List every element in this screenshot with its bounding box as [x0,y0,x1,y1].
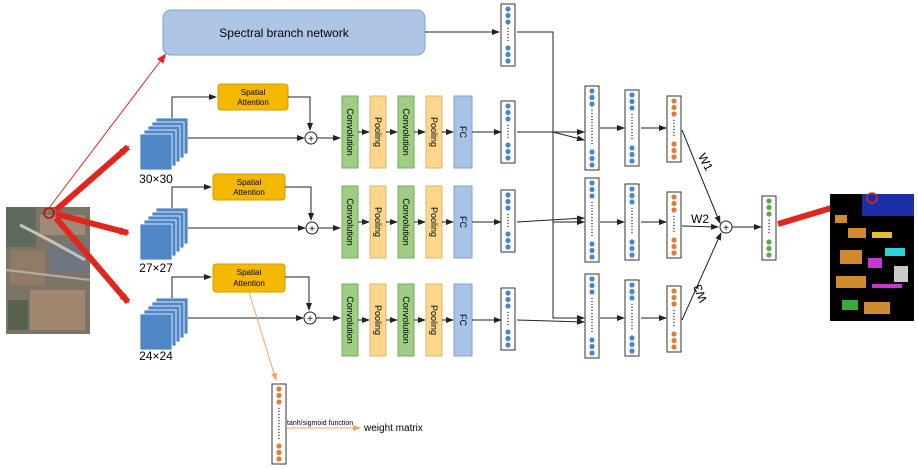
svg-text:FC: FC [458,314,468,326]
spectral-routing-lines [516,31,585,325]
vector-arrows [600,125,762,321]
svg-text:FC: FC [458,216,468,228]
input-satellite-image [5,207,91,334]
node-vector [624,183,640,261]
svg-text:Convolution: Convolution [345,108,355,156]
svg-text:Attention: Attention [233,279,265,288]
svg-text:Spatial: Spatial [237,268,262,277]
node-vector [666,191,682,259]
spectral-branch-label: Spectral branch network [219,26,349,40]
node-vector [500,287,516,351]
svg-text:Convolution: Convolution [401,296,411,344]
svg-text:Pooling: Pooling [429,117,439,147]
spatial-attention-3: Spatial Attention [212,263,286,293]
node-vector [271,383,287,465]
svg-text:Attention: Attention [233,188,265,197]
input-arrows [48,53,167,304]
output-classification-map [830,192,914,321]
sum-node-1: + [304,131,318,145]
svg-text:Spatial: Spatial [241,88,266,97]
patch-stack-27 [139,207,189,261]
svg-text:Pooling: Pooling [429,305,439,335]
svg-text:Convolution: Convolution [345,198,355,246]
svg-text:+: + [723,223,729,234]
sum-node-3: + [303,311,317,325]
sum-node-2: + [305,221,319,235]
layer-row-2: Convolution Pooling Convolution Pooling … [341,185,473,259]
scale-label-27: 27×27 [139,261,173,275]
svg-text:Pooling: Pooling [373,305,383,335]
plus-to-conv-arrows [316,135,341,321]
scale-label-24: 24×24 [139,349,173,363]
node-vector [500,100,516,164]
node-vector [666,95,682,163]
spectral-branch-box: Spectral branch network [162,9,426,56]
layer-row-1: Convolution Pooling Convolution Pooling … [341,95,473,169]
weight-matrix-label: weight matrix [363,423,423,434]
node-vector [584,273,600,359]
spatial-attention-1: Spatial Attention [217,83,289,111]
svg-text:Convolution: Convolution [401,198,411,246]
svg-text:Pooling: Pooling [429,207,439,237]
node-vector [624,279,640,357]
svg-text:+: + [308,134,314,145]
fc-output-arrows [472,129,502,323]
patch-stack-30 [139,117,189,171]
layer-row-3: Convolution Pooling Convolution Pooling … [341,283,473,357]
svg-text:Attention: Attention [237,98,269,107]
spatial-attention-2: Spatial Attention [212,173,286,201]
branch-connectors [171,94,314,321]
node-vector [500,3,516,67]
svg-text:Spatial: Spatial [237,178,262,187]
activation-function-label: tanh/sigmoid function [287,420,353,427]
svg-text:Pooling: Pooling [373,117,383,147]
svg-text:Convolution: Convolution [345,296,355,344]
attention-detail-arrow [248,291,277,381]
node-vector [584,177,600,263]
node-vector [666,285,682,353]
fusion-sum-node: + [719,220,733,234]
node-vector [584,85,600,171]
node-vector [624,89,640,167]
svg-text:Convolution: Convolution [401,108,411,156]
svg-text:Pooling: Pooling [373,207,383,237]
weight-label-w3: W3 [690,282,710,304]
weight-label-w2: W2 [691,212,709,226]
scale-label-30: 30×30 [139,172,173,186]
patch-stack-24 [139,297,189,351]
feature-vectors [271,3,777,465]
node-vector [761,195,777,261]
svg-text:+: + [307,314,313,325]
svg-text:+: + [309,224,315,235]
node-vector [500,189,516,253]
svg-text:FC: FC [458,126,468,138]
